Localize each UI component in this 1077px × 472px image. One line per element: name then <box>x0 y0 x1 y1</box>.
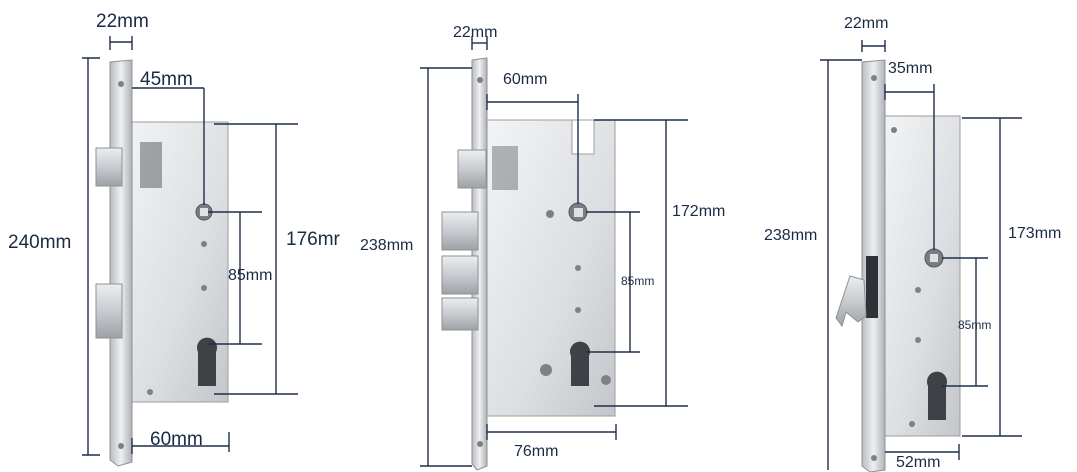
lock-3-spindle-to-cylinder-label: 85mm <box>958 318 992 332</box>
lock-1-latch-bolt <box>95 147 123 187</box>
lock-2-dimension-lines <box>420 36 688 467</box>
lock-1-cylinder-cutout <box>197 337 217 386</box>
lock-3-case <box>881 115 961 437</box>
lock-1-dead-bolt <box>95 283 123 339</box>
lock-3-case-width-label: 52mm <box>896 454 941 471</box>
lock-2-case-height-label: 172mm <box>672 203 726 220</box>
lock-2-cylinder-cutout <box>570 341 591 386</box>
lock-1-faceplate <box>109 59 133 467</box>
lock-2-faceplate-width-label: 22mm <box>453 24 498 41</box>
lock-2-backset-label: 60mm <box>503 71 548 88</box>
lock-3-dimension-lines <box>820 40 1022 470</box>
lock-1 <box>82 36 298 467</box>
lock-3 <box>820 40 1022 472</box>
lock-2-spindle-to-cylinder-label: 85mm <box>621 274 655 288</box>
lock-1-spindle-to-cylinder-label: 85mm <box>228 267 273 284</box>
lock-2-dead-bolt-1 <box>441 211 479 251</box>
lock-3-case-height-label: 173mm <box>1008 225 1062 242</box>
lock-1-faceplate-width-label: 22mm <box>96 11 149 32</box>
lock-2 <box>420 36 688 471</box>
lock-3-backset-label: 35mm <box>888 60 933 77</box>
lock-2-total-height-label: 238mm <box>360 237 414 254</box>
lock-3-hook-bolt <box>835 275 867 328</box>
lock-2-case-width-label: 76mm <box>514 443 559 460</box>
lock-1-case-width-label: 60mm <box>150 429 203 450</box>
lock-1-case-height-label: 176mr <box>286 229 340 250</box>
lock-3-total-height-label: 238mm <box>764 227 818 244</box>
lock-2-dead-bolt-2 <box>441 255 479 295</box>
lock-2-latch-bolt <box>457 149 487 189</box>
lock-1-backset-label: 45mm <box>140 69 193 90</box>
lock-1-dimension-lines <box>82 36 298 456</box>
lock-3-cylinder-cutout <box>927 371 948 420</box>
lock-2-dead-bolt-3 <box>441 297 479 331</box>
lock-1-total-height-label: 240mm <box>8 232 72 253</box>
lock-3-faceplate-width-label: 22mm <box>844 15 889 32</box>
